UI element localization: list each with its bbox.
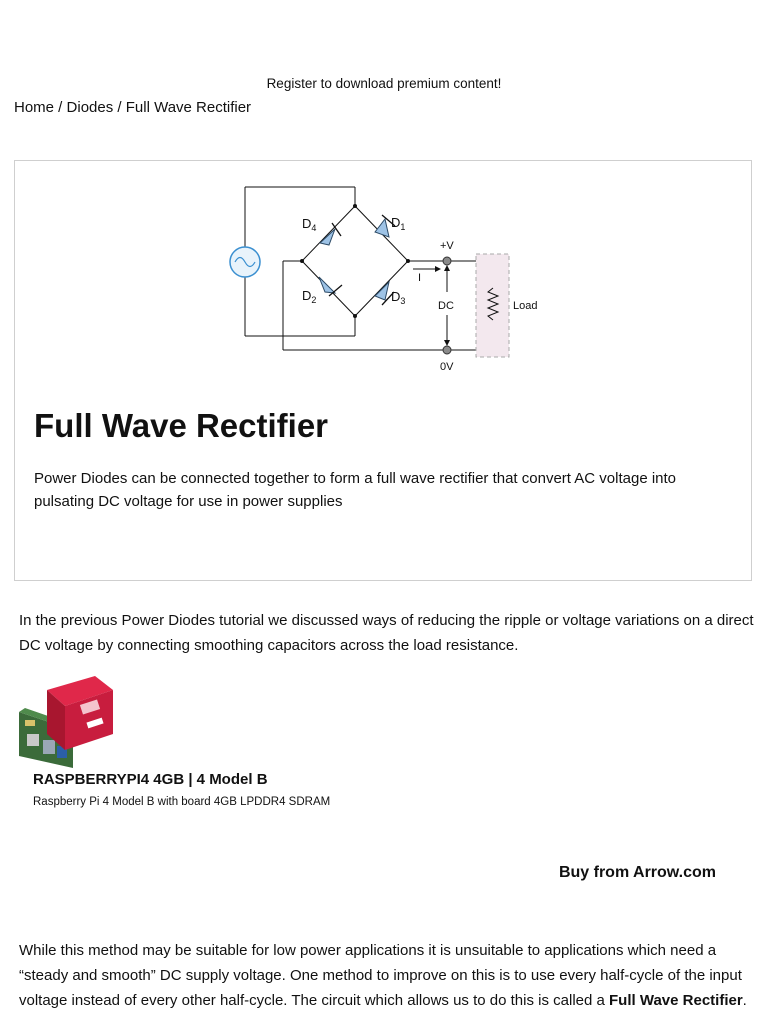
breadcrumb-home[interactable]: Home xyxy=(14,99,55,116)
plus-v-label: +V xyxy=(440,240,454,252)
breadcrumb-separator: / xyxy=(54,99,67,116)
article-paragraph: While this method may be suitable for lo… xyxy=(19,938,754,1013)
product-description: Raspberry Pi 4 Model B with board 4GB LP… xyxy=(33,796,331,808)
article-paragraph-text: While this method may be suitable for lo… xyxy=(19,942,742,1009)
d2-label: D2 xyxy=(302,288,316,305)
breadcrumb: Home / Diodes / Full Wave Rectifier xyxy=(14,99,251,116)
full-wave-rectifier-term: Full Wave Rectifier xyxy=(609,992,743,1009)
article-paragraph-end: . xyxy=(742,992,747,1009)
zero-v-label: 0V xyxy=(440,361,454,373)
d4-label: D4 xyxy=(302,216,316,233)
load-label: Load xyxy=(513,300,537,312)
d1-label: D1 xyxy=(391,215,405,232)
dc-label: DC xyxy=(438,300,454,312)
article-paragraph: In the previous Power Diodes tutorial we… xyxy=(19,612,754,654)
d3-label: D3 xyxy=(391,289,405,306)
current-label: I xyxy=(418,272,421,284)
buy-from-arrow-link[interactable]: Buy from Arrow.com xyxy=(558,864,716,881)
product-name[interactable]: RASPBERRYPI4 4GB | 4 Model B xyxy=(33,771,268,788)
breadcrumb-current: Full Wave Rectifier xyxy=(125,99,252,116)
page-title: Full Wave Rectifier xyxy=(34,407,329,444)
breadcrumb-separator: / xyxy=(113,99,126,116)
raspberry-pi-product-image[interactable] xyxy=(17,672,115,770)
premium-content-banner[interactable]: Register to download premium content! xyxy=(266,76,502,91)
breadcrumb-diodes[interactable]: Diodes xyxy=(66,99,114,116)
featured-card: D4 D1 D2 D3 +V 0V I DC Load Full Wave Re… xyxy=(14,160,752,581)
full-wave-rectifier-diagram: D4 D1 D2 D3 +V 0V I DC Load xyxy=(229,186,537,373)
card-description: Power Diodes can be connected together t… xyxy=(34,470,677,510)
